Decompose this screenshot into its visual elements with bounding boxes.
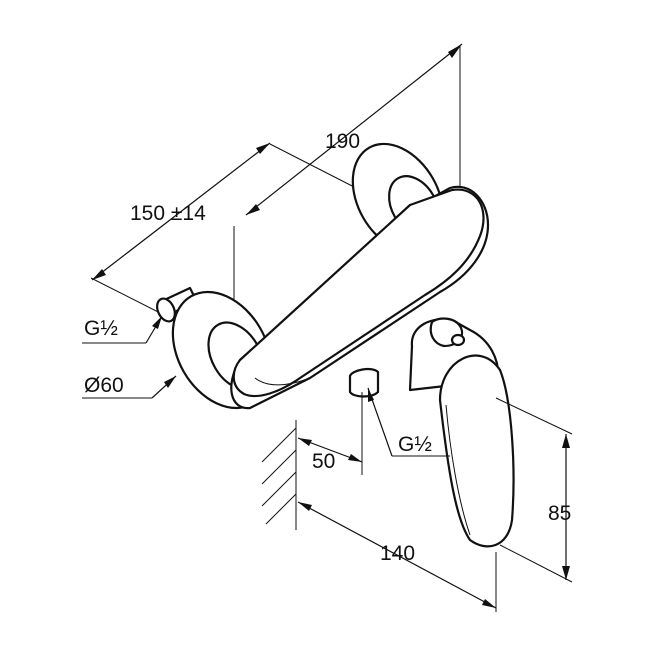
dimension-50: 50 [297, 392, 363, 475]
escutcheon-diameter-label: Ø60 [84, 374, 124, 397]
outlet-thread-callout: G½ [367, 387, 450, 457]
inlet-thread-callout: G½ [82, 315, 163, 344]
wall-hatching [261, 420, 297, 530]
mixer-body [230, 185, 490, 410]
dimension-85: 85 [495, 397, 573, 583]
dim-150-label: 150 ±14 [130, 202, 206, 225]
dim-50-label: 50 [312, 450, 335, 473]
lever-handle [408, 317, 515, 548]
dimension-190: 190 [245, 43, 463, 216]
inlet-thread-label: G½ [84, 317, 118, 340]
dim-140-label: 140 [380, 542, 415, 565]
outlet-nozzle [348, 367, 380, 398]
outlet-thread-label: G½ [398, 433, 432, 456]
dimension-150: 150 ±14 [90, 142, 271, 395]
dim-190-label: 190 [325, 130, 360, 153]
dimension-140: 140 [295, 490, 497, 612]
dim-85-label: 85 [548, 502, 571, 525]
escutcheon-diameter-callout: Ø60 [82, 374, 177, 399]
